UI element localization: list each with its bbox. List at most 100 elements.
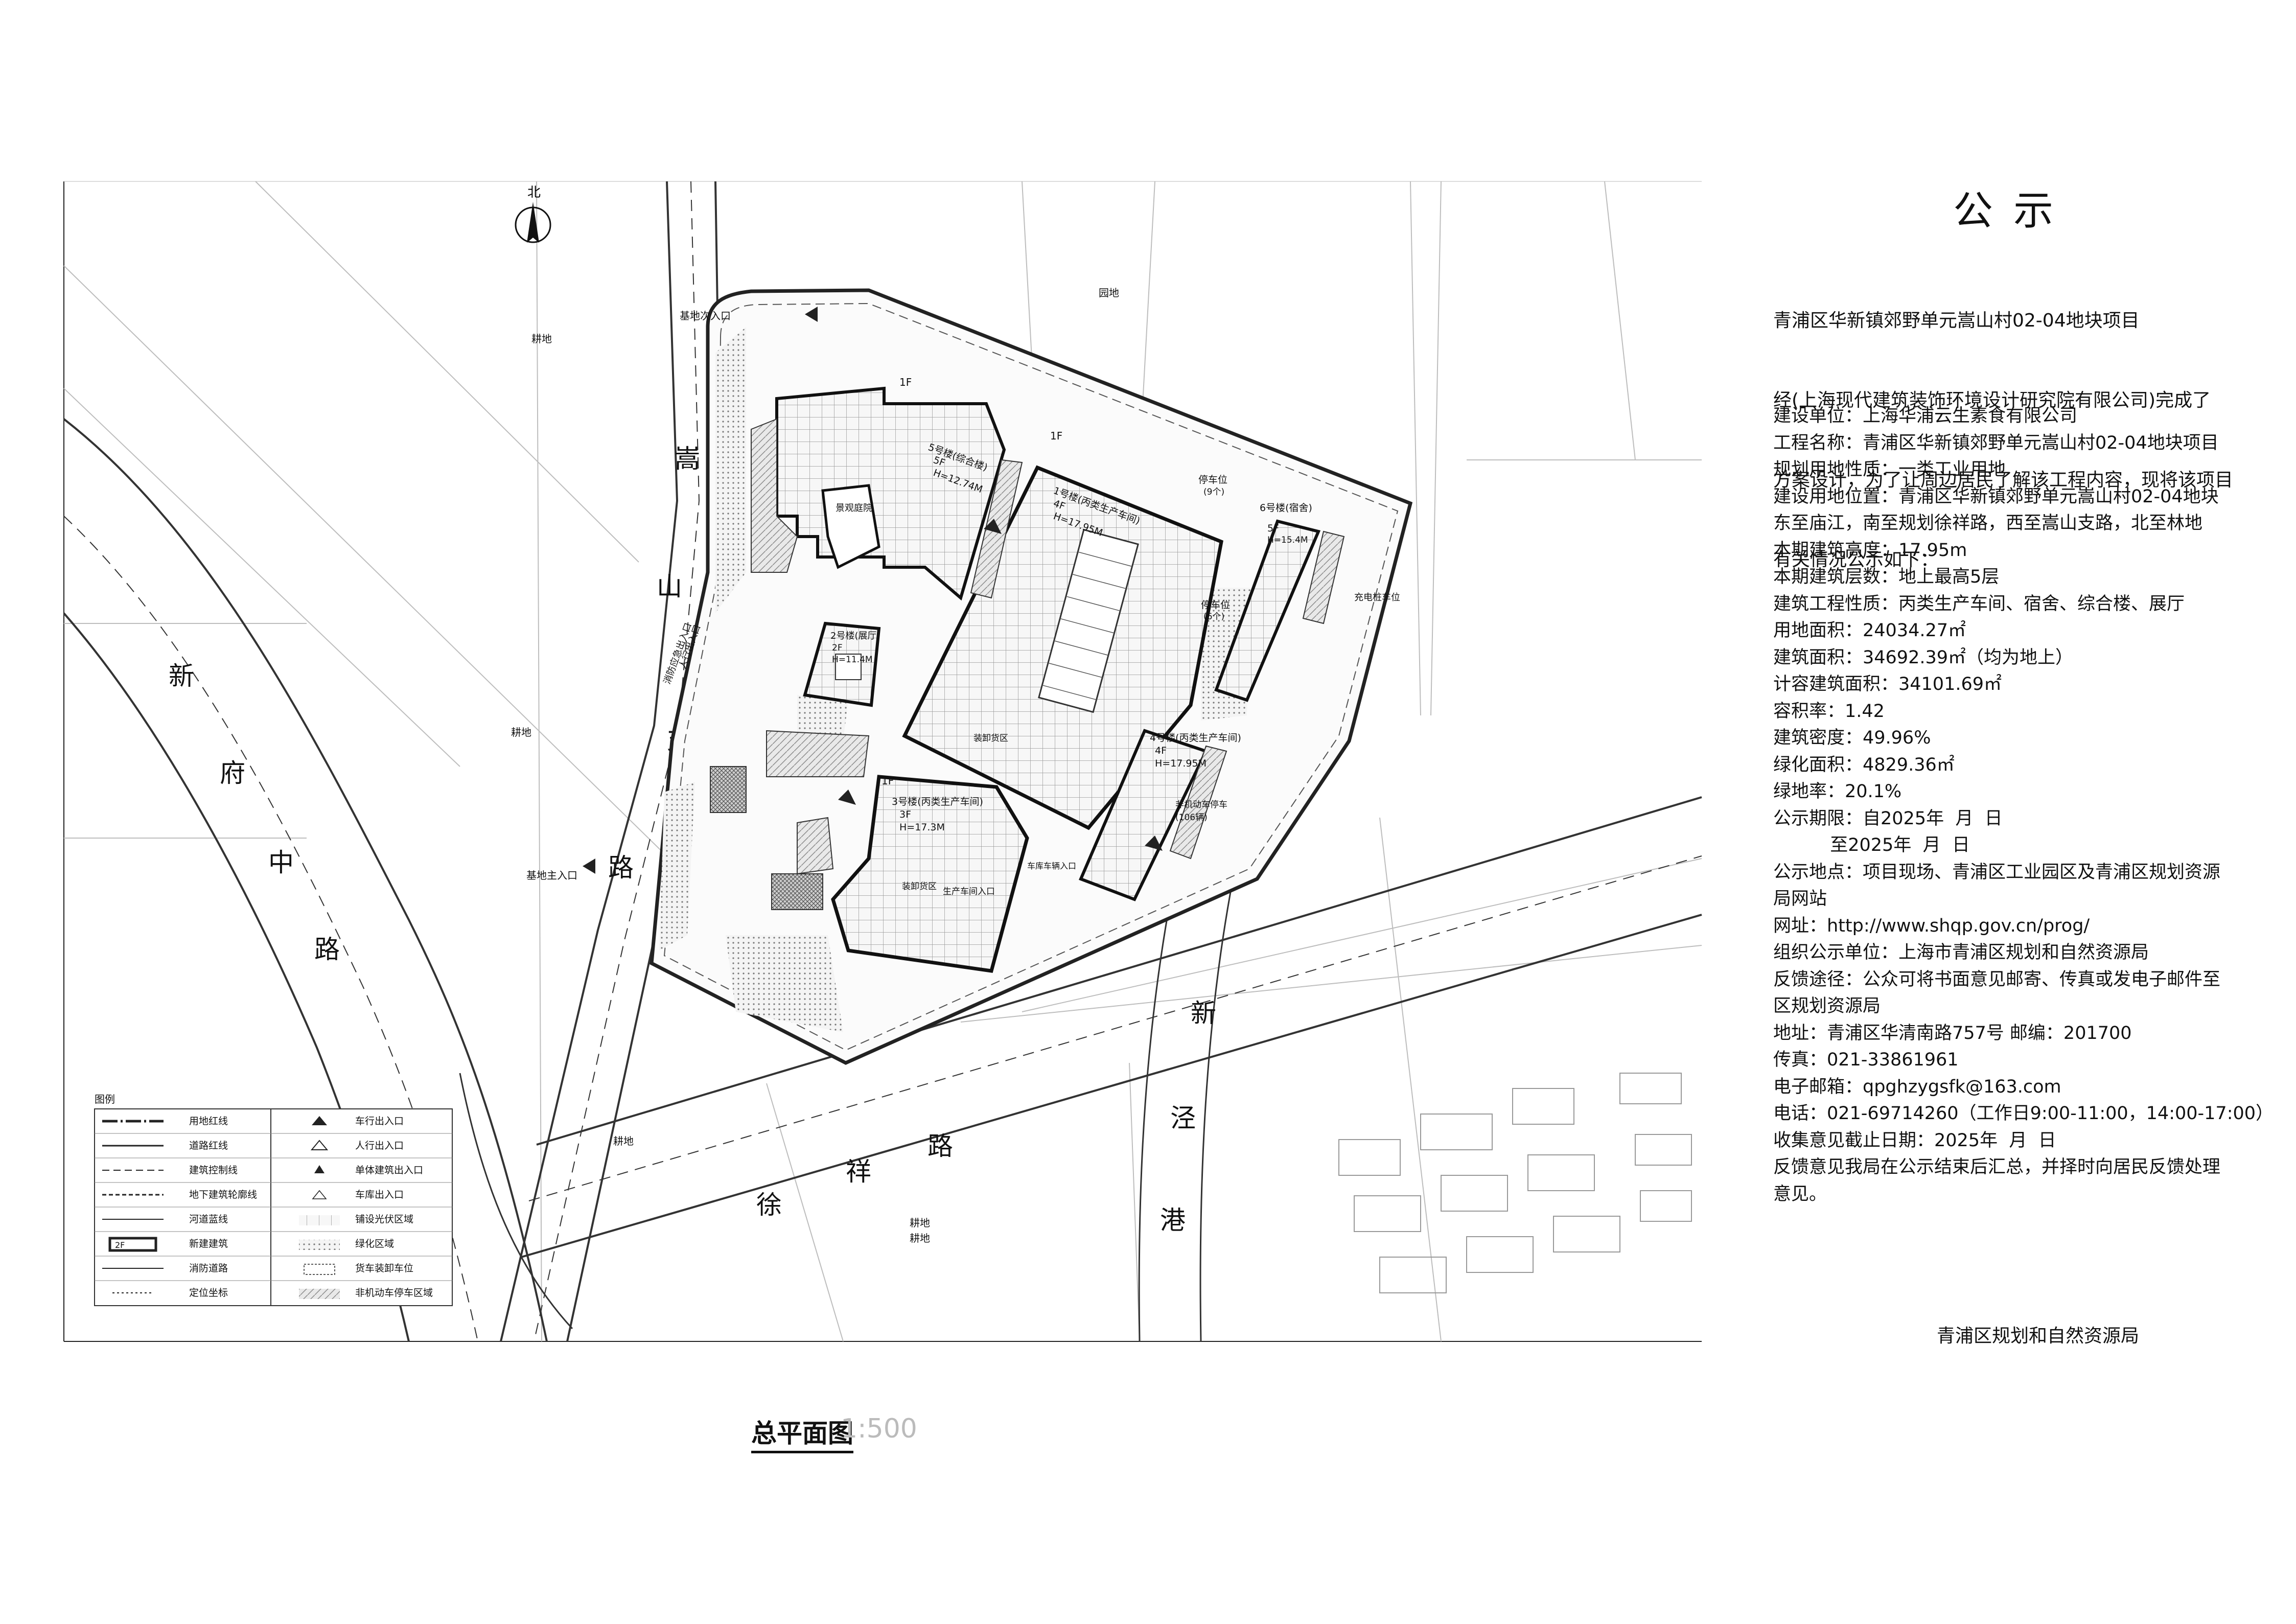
notice-item: 工程名称：青浦区华新镇郊野单元嵩山村02-04地块项目 — [1773, 432, 2219, 453]
parking-count: (6个) — [1203, 612, 1224, 622]
notice-item: 计容建筑面积：34101.69㎡ — [1773, 674, 2002, 694]
truck-entry-label: 车库车辆入口 — [1027, 861, 1076, 871]
legend-label: 铺设光伏区域 — [355, 1214, 413, 1225]
farmland-label: 耕地 — [511, 726, 531, 738]
road-label: 徐 — [756, 1190, 782, 1220]
notice-item: 建筑工程性质：丙类生产车间、宿舍、综合楼、展厅 — [1773, 593, 2185, 614]
notice-title: 公示 — [1953, 188, 2074, 234]
xinjing-labels: 新 泾 港 — [1160, 999, 1216, 1235]
xuxiang-road — [459, 796, 1702, 1330]
north-arrow: 北 — [515, 185, 551, 243]
notice-item: 组织公示单位：上海市青浦区规划和自然资源局 — [1773, 942, 2149, 963]
legend-label: 建筑控制线 — [189, 1165, 238, 1176]
legend-label: 定位坐标 — [189, 1287, 228, 1298]
b6-name: 6号楼(宿舍) — [1260, 502, 1312, 514]
legend-label: 道路红线 — [189, 1140, 228, 1151]
notice-item: 公示期限：自2025年 月 日 — [1773, 808, 2003, 829]
entrance-motor-west: 基地主入口 — [526, 869, 577, 881]
notice-item: 本期建筑高度：17.95m — [1773, 540, 1967, 561]
notice-item: 绿地率：20.1% — [1773, 781, 1902, 802]
notice-item: 公示地点：项目现场、青浦区工业园区及青浦区规划资源 — [1773, 862, 2221, 883]
road-label: 路 — [314, 935, 340, 964]
notice-item: 网址：http://www.shqp.gov.cn/prog/ — [1773, 915, 2090, 936]
notice-item: 反馈意见我局在公示结束后汇总，并择时向居民反馈处理 — [1773, 1157, 2221, 1177]
notice-item: 建设用地位置：青浦区华新镇郊野单元嵩山村02-04地块 — [1773, 486, 2219, 507]
loading-label: 装卸货区 — [973, 733, 1008, 744]
plan-title: 总平面图 — [751, 1413, 853, 1453]
legend-label: 新建建筑 — [189, 1238, 228, 1249]
notice-item: 用地面积：24034.27㎡ — [1773, 620, 1966, 641]
road-label: 新 — [169, 661, 194, 691]
prod-entry-label: 生产车间入口 — [943, 887, 995, 897]
notice-item: 至2025年 月 日 — [1773, 835, 1970, 855]
notice-item: 意见。 — [1773, 1184, 1827, 1204]
notice-item: 容积率：1.42 — [1773, 701, 1885, 722]
building-2 — [803, 621, 881, 707]
notice-item: 建筑面积：34692.39㎡（均为地上） — [1773, 647, 2074, 668]
building-entrance-icon — [984, 519, 1002, 534]
parking-label: 停车位 — [1201, 599, 1230, 611]
plan-scale: 1:500 — [841, 1413, 917, 1444]
building-3 — [710, 730, 1029, 973]
farmland-label: 耕地 — [910, 1217, 930, 1229]
farmland-label: 耕地 — [613, 1135, 634, 1147]
drawing-frame — [63, 181, 1702, 1342]
legend-title: 图例 — [95, 1093, 115, 1105]
intro-line: 方案设计，为了让周边居民了解该工程内容，现将该项目 — [1773, 470, 2234, 491]
legend-label: 地下建筑轮廓线 — [189, 1189, 257, 1200]
xinfu-road-labels: 新 府 中 路 — [169, 661, 340, 964]
legend-label: 河道蓝线 — [189, 1214, 228, 1225]
parking-count: (9个) — [1203, 487, 1224, 497]
road-label: 嵩 — [675, 444, 700, 474]
entrance-markers — [583, 307, 1163, 874]
notice-item: 本期建筑层数：地上最高5层 — [1773, 567, 2000, 587]
bike-label: 非机动车停车 — [1175, 800, 1227, 810]
legend-label: 车库出入口 — [355, 1189, 404, 1200]
ev-parking-label: 充电桩车位 — [1354, 592, 1400, 603]
building-4 — [1079, 729, 1209, 901]
notice-items: 建设单位：上海华浦云生素食有限公司 工程名称：青浦区华新镇郊野单元嵩山村02-0… — [1773, 403, 2274, 1208]
legend-label: 非机动车停车区域 — [355, 1287, 433, 1298]
building-5 — [751, 386, 1006, 601]
entrance-motor-north: 基地次入口 — [680, 310, 731, 322]
b5-one-f: 1F — [899, 376, 912, 388]
north-label: 北 — [527, 185, 541, 200]
building-entrance-icon — [838, 790, 856, 805]
road-label: 路 — [608, 853, 634, 883]
b3-name: 3号楼(丙类生产车间) — [892, 796, 983, 807]
legend-label: 人行出入口 — [355, 1140, 404, 1151]
road-label: 祥 — [846, 1157, 871, 1187]
courtyard-label: 景观庭院 — [836, 503, 872, 514]
legend-label: 绿化区域 — [355, 1238, 394, 1249]
road-label: 泾 — [1170, 1103, 1196, 1133]
b4-name: 4号楼(丙类生产车间) — [1150, 732, 1241, 744]
farmland-label: 耕地 — [531, 333, 552, 345]
road-label: 府 — [220, 758, 245, 788]
notice-item: 东至庙江，南至规划徐祥路，西至嵩山支路，北至林地 — [1773, 513, 2203, 533]
notice-signature: 青浦区规划和自然资源局 — [1937, 1326, 2140, 1347]
b4-floor: 4F — [1155, 745, 1167, 756]
cadastral-lines — [63, 181, 1702, 1342]
intro-line: 青浦区华新镇郊野单元嵩山村02-04地块项目 — [1773, 310, 2140, 331]
xuxiang-road-labels: 徐 祥 路 — [756, 1131, 953, 1220]
notice-item: 建筑密度：49.96% — [1773, 728, 1931, 748]
road-label: 中 — [268, 848, 294, 877]
b2-height: H=11.4M — [832, 655, 873, 665]
b4-height: H=17.95M — [1155, 758, 1207, 769]
legend-label: 消防道路 — [189, 1263, 228, 1274]
legend-tag: 2F — [115, 1240, 125, 1250]
bike-count: (106辆) — [1175, 813, 1208, 823]
notice-item: 电话：021-69714260（工作日9:00-11:00，14:00-17:0… — [1773, 1103, 2274, 1124]
orchard-label: 园地 — [1099, 287, 1119, 299]
b6-floor: 5F — [1267, 523, 1279, 534]
b2-name: 2号楼(展厅) — [830, 631, 880, 641]
road-label: 港 — [1160, 1205, 1186, 1235]
motor-entrance-icon — [805, 307, 818, 322]
b6-height: H=15.4M — [1267, 535, 1308, 545]
building-entrance-icon — [1145, 836, 1163, 851]
legend: 图例 2F 用地红线 道路红线 建筑控制线 地下建筑轮廓线 河道蓝线 新建建筑 … — [94, 1093, 453, 1306]
road-label: 山 — [657, 572, 682, 601]
notice-item: 反馈途径：公众可将书面意见邮寄、传真或发电子邮件至 — [1773, 969, 2221, 990]
farmland-label: 耕地 — [910, 1232, 930, 1244]
